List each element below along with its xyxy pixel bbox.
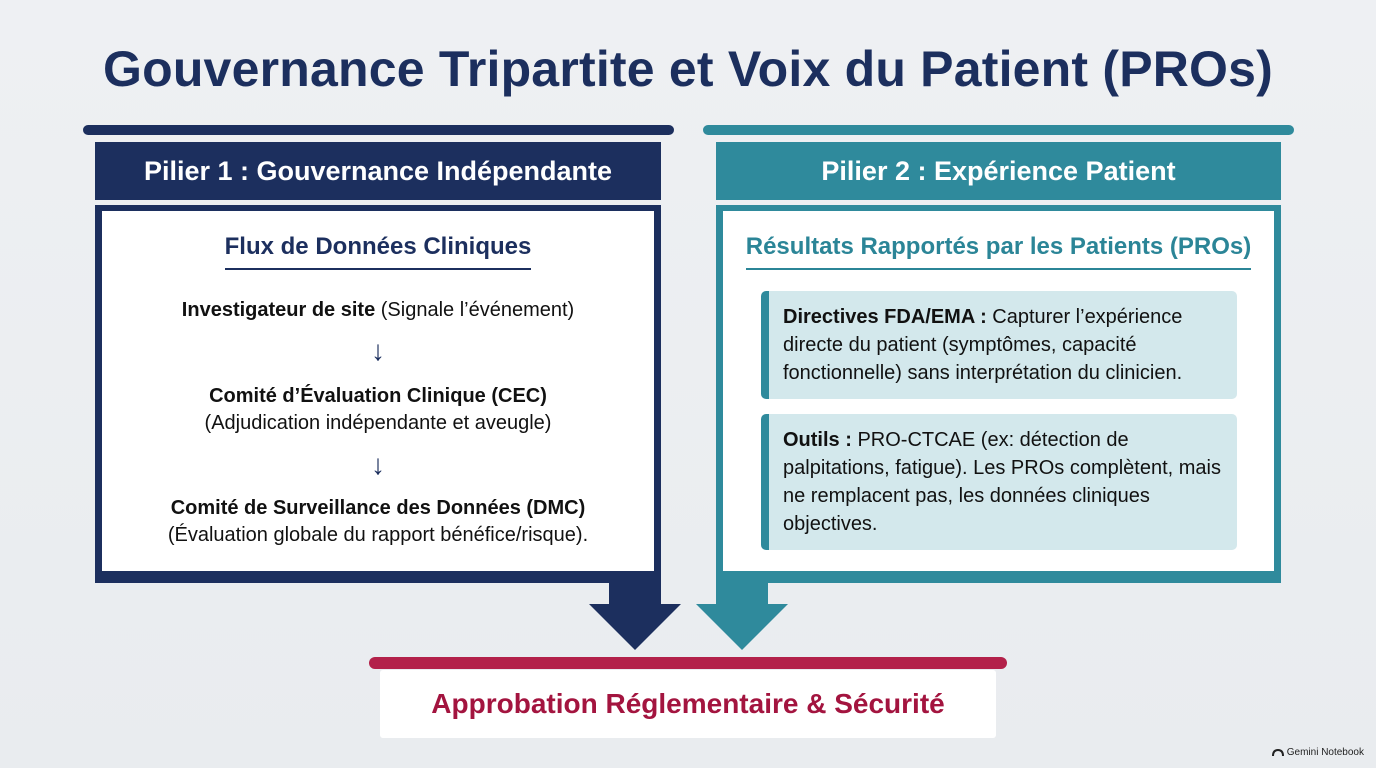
pillar2-subheading: Résultats Rapportés par les Patients (PR… bbox=[723, 233, 1274, 270]
pillar1-panel: Flux de Données Cliniques Investigateur … bbox=[95, 205, 661, 583]
flow-down-arrow-icon: ↓ bbox=[371, 335, 385, 366]
flow-step-cec: Comité d’Évaluation Clinique (CEC)(Adjud… bbox=[204, 385, 552, 434]
flow-down-arrow-icon: ↓ bbox=[371, 449, 385, 480]
pillar1-top-bar bbox=[83, 125, 674, 135]
card-pro-tools: Outils : PRO-CTCAE (ex: détection de pal… bbox=[761, 414, 1237, 550]
pillar2-panel: Résultats Rapportés par les Patients (PR… bbox=[716, 205, 1281, 583]
flow-step-dmc: Comité de Surveillance des Données (DMC)… bbox=[167, 497, 589, 546]
page-title: Gouvernance Tripartite et Voix du Patien… bbox=[102, 41, 1274, 97]
pillar2-top-bar bbox=[703, 125, 1294, 135]
pillar1-header: Pilier 1 : Gouvernance Indépendante bbox=[95, 142, 661, 200]
pillar2-down-arrow-icon bbox=[696, 580, 788, 650]
result-label: Approbation Réglementaire & Sécurité bbox=[431, 688, 945, 719]
notebook-logo-icon bbox=[1271, 748, 1284, 757]
pillar1-subheading: Flux de Données Cliniques bbox=[102, 233, 654, 270]
pillar2-header: Pilier 2 : Expérience Patient bbox=[716, 142, 1281, 200]
result-top-bar bbox=[369, 657, 1007, 669]
watermark: Gemini Notebook bbox=[1271, 747, 1364, 758]
result-box: Approbation Réglementaire & Sécurité bbox=[380, 670, 996, 738]
pillar1-down-arrow-icon bbox=[589, 580, 681, 650]
flow-step-investigator: Investigateur de site (Signale l’événeme… bbox=[181, 299, 575, 321]
card-fda-ema-guidelines: Directives FDA/EMA : Capturer l’expérien… bbox=[761, 291, 1237, 399]
